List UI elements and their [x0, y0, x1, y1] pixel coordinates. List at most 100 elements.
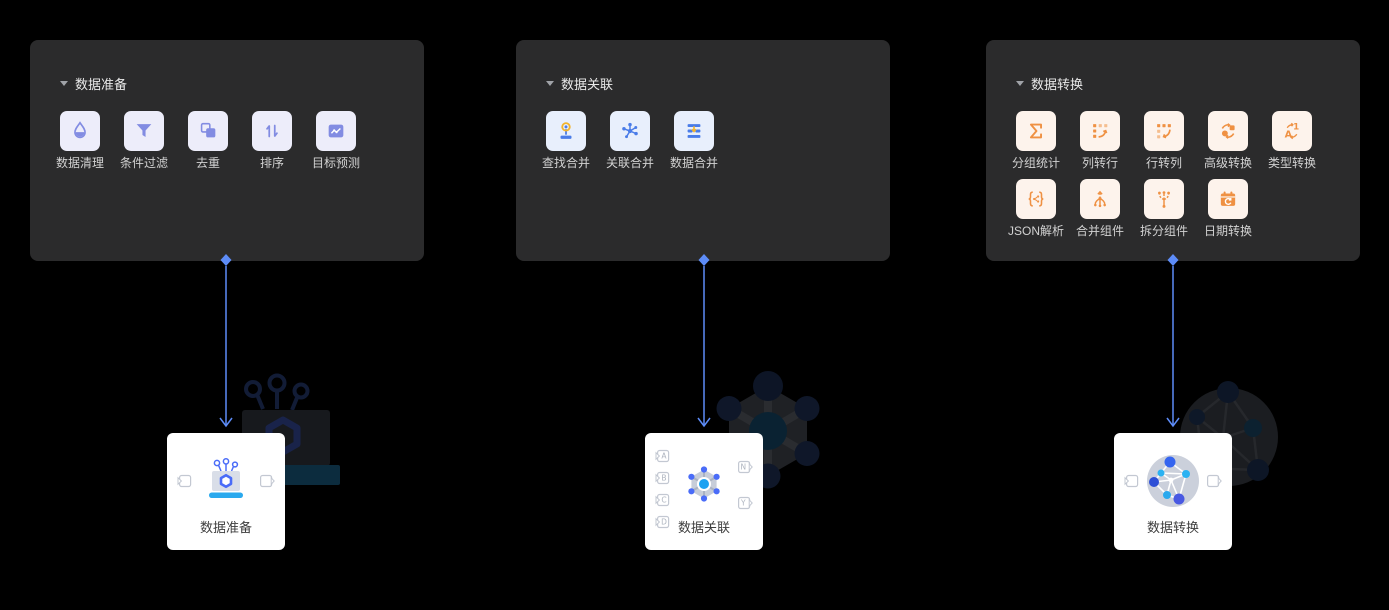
- node-label: 数据准备: [199, 520, 252, 535]
- sigma-icon: [1016, 111, 1056, 151]
- node-data-transform[interactable]: 数据转换: [1114, 433, 1232, 550]
- col-to-row-icon: [1080, 111, 1120, 151]
- relation-merge-icon: [610, 111, 650, 151]
- chevron-down-icon: [60, 81, 68, 86]
- input-port[interactable]: [1124, 474, 1141, 488]
- flow-edge-transform[interactable]: [1162, 253, 1184, 435]
- node-label: 数据转换: [1146, 520, 1199, 535]
- panel-title: 数据转换: [1031, 77, 1084, 92]
- tool-json-parse[interactable]: JSON解析: [1004, 179, 1068, 240]
- flow-edge-relation[interactable]: [693, 253, 715, 435]
- tool-filter[interactable]: 条件过滤: [112, 111, 176, 172]
- tool-label: 分组统计: [1011, 156, 1060, 170]
- input-ports: [177, 474, 194, 488]
- prepare-node-icon: [209, 458, 243, 498]
- tool-list: 数据清理 条件过滤 去重 排序 目标预测: [48, 111, 406, 179]
- svg-text:B: B: [661, 474, 666, 483]
- panel-title: 数据准备: [75, 77, 128, 92]
- output-ports: [258, 474, 275, 488]
- tool-list: 查找合并关联合并数据合并: [534, 111, 872, 179]
- filter-icon: [124, 111, 164, 151]
- input-port-a[interactable]: A: [655, 449, 672, 463]
- tool-split-component[interactable]: 拆分组件: [1132, 179, 1196, 240]
- tool-date-convert[interactable]: 日期转换: [1196, 179, 1260, 240]
- input-ports: [1124, 474, 1141, 488]
- svg-text:A: A: [661, 452, 667, 461]
- sort-icon: [252, 111, 292, 151]
- chevron-down-icon: [546, 81, 554, 86]
- input-port-d[interactable]: D: [655, 515, 672, 529]
- svg-text:C: C: [661, 496, 666, 505]
- advanced-transform-icon: [1208, 111, 1248, 151]
- flow-edge-prepare[interactable]: [215, 253, 237, 435]
- tool-sort[interactable]: 排序: [240, 111, 304, 172]
- panel-data-transform-header[interactable]: 数据转换: [1016, 74, 1342, 93]
- svg-text:1: 1: [1293, 123, 1299, 133]
- tool-forecast-chart[interactable]: 目标预测: [304, 111, 368, 172]
- tool-label: 数据合并: [669, 156, 718, 170]
- tool-label: 合并组件: [1075, 224, 1124, 238]
- node-data-prepare[interactable]: 数据准备: [167, 433, 285, 550]
- date-convert-icon: [1208, 179, 1248, 219]
- svg-text:A: A: [1285, 129, 1293, 140]
- tool-label: 拆分组件: [1139, 224, 1188, 238]
- json-parse-icon: [1016, 179, 1056, 219]
- tool-sigma[interactable]: 分组统计: [1004, 111, 1068, 172]
- tool-label: 列转行: [1081, 156, 1118, 170]
- panel-data-prepare-header[interactable]: 数据准备: [60, 74, 406, 93]
- tool-relation-merge[interactable]: 关联合并: [598, 111, 662, 172]
- tool-merge-component[interactable]: 合并组件: [1068, 179, 1132, 240]
- input-ports: A B C D: [655, 449, 672, 529]
- tool-label: 高级转换: [1203, 156, 1252, 170]
- input-port[interactable]: [177, 474, 194, 488]
- tool-label: 条件过滤: [119, 156, 168, 170]
- tool-label: 目标预测: [311, 156, 360, 170]
- panel-title: 数据关联: [561, 77, 614, 92]
- tool-lookup-merge[interactable]: 查找合并: [534, 111, 598, 172]
- data-merge-icon: [674, 111, 714, 151]
- tool-advanced-transform[interactable]: 高级转换: [1196, 111, 1260, 172]
- tool-label: 类型转换: [1267, 156, 1316, 170]
- tool-label: 数据清理: [55, 156, 104, 170]
- merge-component-icon: [1080, 179, 1120, 219]
- output-port-y[interactable]: Y: [736, 496, 753, 510]
- tool-label: 行转列: [1145, 156, 1182, 170]
- tool-label: 去重: [195, 156, 220, 170]
- tool-label: JSON解析: [1007, 224, 1064, 238]
- relation-node-icon: [688, 466, 720, 502]
- transform-node-icon: [1147, 455, 1199, 507]
- tool-label: 查找合并: [541, 156, 590, 170]
- panel-data-relation-header[interactable]: 数据关联: [546, 74, 872, 93]
- output-port[interactable]: [1205, 474, 1222, 488]
- tool-col-to-row[interactable]: 列转行: [1068, 111, 1132, 172]
- svg-text:Y: Y: [740, 499, 746, 508]
- tool-droplet[interactable]: 数据清理: [48, 111, 112, 172]
- tool-dedupe[interactable]: 去重: [176, 111, 240, 172]
- lookup-merge-icon: [546, 111, 586, 151]
- chevron-down-icon: [1016, 81, 1024, 86]
- input-port-b[interactable]: B: [655, 471, 672, 485]
- droplet-icon: [60, 111, 100, 151]
- forecast-chart-icon: [316, 111, 356, 151]
- output-port-n[interactable]: N: [736, 460, 753, 474]
- panel-data-prepare: 数据准备 数据清理 条件过滤 去重 排序 目标预测: [30, 40, 424, 261]
- tool-data-merge[interactable]: 数据合并: [662, 111, 726, 172]
- split-component-icon: [1144, 179, 1184, 219]
- row-to-col-icon: [1144, 111, 1184, 151]
- output-port[interactable]: [258, 474, 275, 488]
- dedupe-icon: [188, 111, 228, 151]
- node-label: 数据关联: [677, 520, 730, 535]
- svg-text:D: D: [661, 518, 667, 527]
- input-port-c[interactable]: C: [655, 493, 672, 507]
- tool-row-to-col[interactable]: 行转列: [1132, 111, 1196, 172]
- panel-data-relation: 数据关联 查找合并关联合并数据合并: [516, 40, 890, 261]
- tool-label: 排序: [259, 156, 284, 170]
- tool-label: 日期转换: [1203, 224, 1252, 238]
